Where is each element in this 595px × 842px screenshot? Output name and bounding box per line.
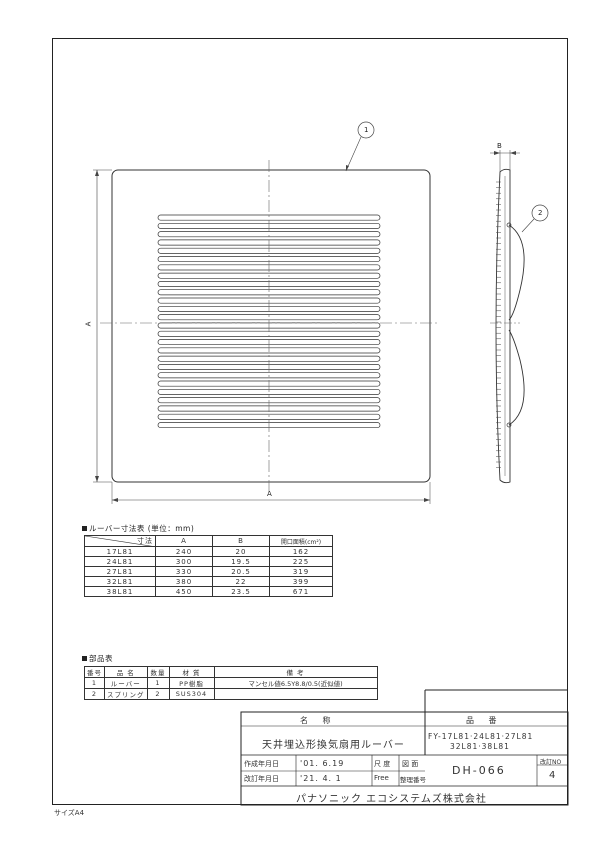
louver-slat — [157, 413, 381, 420]
tb-name: 天井埋込形換気扇用ルーバー — [262, 740, 405, 751]
balloon-2 — [531, 204, 549, 222]
tb-name-label: 名 称 — [300, 716, 337, 725]
paper-size-label: サイズA4 — [54, 809, 85, 817]
parts-header-qty: 数量 — [146, 666, 170, 678]
size-header-a: A — [155, 535, 213, 547]
louver-side-view — [495, 168, 511, 484]
balloon-2-label: 2 — [538, 209, 544, 217]
title-block-lines — [240, 689, 569, 806]
dim-a-vertical-label: A — [84, 320, 93, 327]
louver-front-outline — [111, 169, 431, 483]
spring-upper — [508, 224, 525, 321]
louver-slat — [157, 314, 381, 321]
tb-product-line2: 32L81·38L81 — [450, 742, 510, 751]
side-view-ribs — [496, 181, 501, 468]
parts-header-material: 材 質 — [168, 666, 215, 678]
tb-revised-date: '21. 4. 1 — [300, 774, 342, 783]
tb-revised-label: 改訂年月日 — [244, 775, 279, 783]
parts-table-caption: 部品表 — [82, 653, 113, 664]
tb-rev-label: 改訂NO — [540, 759, 562, 766]
tb-product-label: 品 番 — [466, 716, 503, 725]
tb-scale-value: Free — [374, 774, 389, 782]
parts-header-remarks: 備 考 — [213, 666, 378, 678]
parts-header-name: 品 名 — [104, 666, 148, 678]
tb-product-line1: FY-17L81·24L81·27L81 — [428, 732, 534, 741]
size-table-header-diagonal: 寸法 — [84, 535, 157, 547]
tb-scale-label: 尺 度 — [374, 760, 391, 768]
size-header-b: B — [212, 535, 270, 547]
size-table-caption: ルーバー寸法表 (単位：mm) — [82, 523, 194, 534]
balloon-1 — [357, 121, 375, 139]
tb-number-label: 整理番号 — [400, 776, 426, 784]
louver-slat — [157, 372, 381, 379]
parts-header-no: 番号 — [84, 666, 105, 678]
spring-lower — [508, 329, 525, 426]
size-header-area: 開口面積(cm²) — [269, 535, 333, 547]
tb-drawing-number: DH-066 — [452, 764, 506, 777]
tb-created-date: '01. 6.19 — [300, 759, 345, 768]
tb-rev-value: 4 — [549, 770, 557, 781]
louver-slat — [157, 272, 381, 279]
balloon-1-label: 1 — [364, 126, 370, 134]
dim-a-horizontal-label: A — [267, 490, 273, 498]
dim-b-label: B — [497, 142, 503, 150]
tb-company: パナソニック エコシステムズ株式会社 — [296, 794, 487, 805]
tb-drawing-label: 図 面 — [402, 760, 419, 768]
tb-created-label: 作成年月日 — [244, 760, 279, 768]
